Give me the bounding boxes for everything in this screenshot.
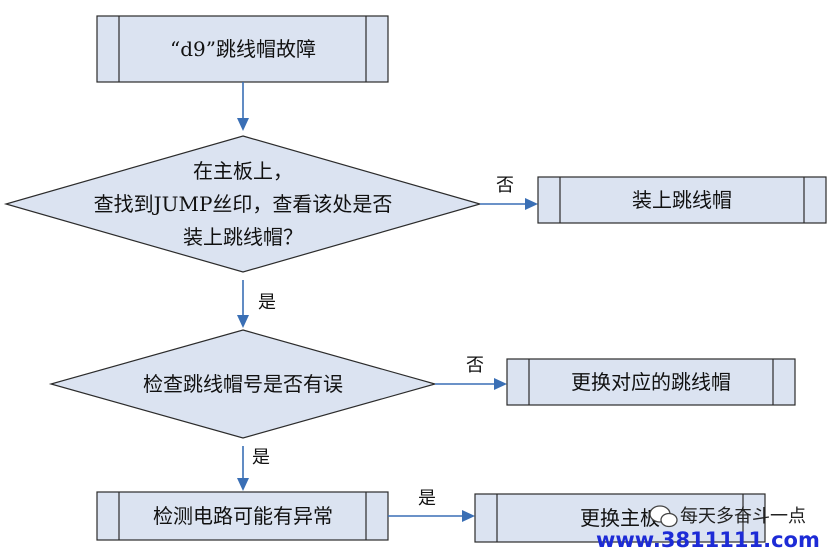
decision1-yes-label: 是	[258, 292, 276, 313]
process3-box: 检测电路可能有异常	[96, 491, 389, 541]
watermark-url: www.3811111.com	[596, 528, 820, 551]
decision1-diamond: 在主板上， 查找到JUMP丝印，查看该处是否 装上跳线帽？	[3, 135, 483, 273]
decision2-label: 检查跳线帽号是否有误	[143, 372, 343, 396]
action1-label: 装上跳线帽	[632, 188, 732, 212]
arrow-decision2-yes: 是	[237, 446, 270, 491]
arrow-decision1-yes: 是	[237, 280, 276, 328]
decision1-line1: 在主板上，	[193, 159, 293, 183]
start-label: “d9”跳线帽故障	[170, 37, 316, 61]
action3-label: 更换主板	[580, 506, 660, 530]
process3-label: 检测电路可能有异常	[153, 504, 333, 528]
start-box: “d9”跳线帽故障	[96, 15, 389, 83]
decision2-no-label: 否	[466, 355, 484, 376]
decision2-diamond: 检查跳线帽号是否有误	[48, 329, 438, 439]
action1-box: 装上跳线帽	[537, 176, 827, 224]
arrow-decision1-no: 否	[480, 175, 538, 210]
arrow-start-to-decision1	[237, 82, 249, 131]
decision1-no-label: 否	[496, 175, 514, 196]
wechat-icon	[649, 505, 678, 528]
decision2-yes-label: 是	[252, 447, 270, 468]
action2-box: 更换对应的跳线帽	[506, 358, 796, 406]
decision1-line2: 查找到JUMP丝印，查看该处是否	[94, 192, 393, 216]
process3-yes-label: 是	[418, 488, 436, 509]
arrow-process3-yes: 是	[388, 488, 475, 522]
action2-label: 更换对应的跳线帽	[571, 370, 731, 394]
watermark-text: 每天多奋斗一点	[680, 506, 806, 527]
decision1-line3: 装上跳线帽？	[183, 225, 303, 249]
action3-box: 更换主板	[474, 493, 766, 543]
watermark: 每天多奋斗一点 www.3811111.com	[596, 505, 820, 551]
arrow-decision2-no: 否	[435, 355, 507, 390]
